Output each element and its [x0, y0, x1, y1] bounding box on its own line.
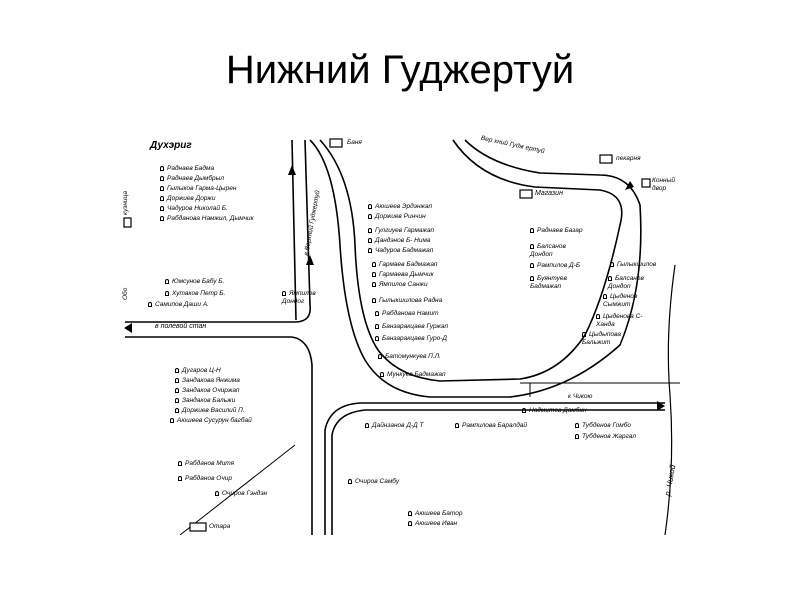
household: Надмитов Дамбин	[522, 407, 587, 415]
household: Тубденов Жаргал	[575, 433, 636, 441]
household: Дугаров Ц-Н	[175, 367, 221, 375]
household: Рабданова Намжил, Дымчик	[160, 215, 254, 223]
arrow-north-icon	[288, 165, 296, 175]
household: Гылыкшилова Радна	[372, 297, 442, 305]
household: Тубденов Гомбо	[575, 422, 631, 430]
household: Банзаракцаев Гуржап	[375, 323, 448, 331]
household: Ямпилов Санжи	[372, 281, 428, 289]
household: Аюшеев Батор	[408, 510, 462, 518]
household: Раднаев Бадма	[160, 165, 214, 173]
area-label-dukherig: Духэриг	[150, 140, 192, 151]
household: Мункуев Бадмажап	[380, 371, 446, 379]
arrow-up-right-icon	[625, 181, 634, 190]
household: Самипов Даши А.	[148, 301, 209, 309]
village-map: Духэриг Баня пекарня Магазин Конный двор…	[120, 135, 680, 535]
magazin-label: Магазин	[535, 190, 563, 197]
household: Дандэнов Б- Нима	[368, 237, 431, 245]
household: Буянтуев Бадмажап	[530, 275, 567, 290]
pekarnya-label: пекарня	[616, 155, 641, 162]
household: Доржиев Доржи	[160, 195, 215, 203]
banya-label: Баня	[347, 139, 362, 146]
household: Цыденов Сымжит	[603, 293, 638, 308]
obo-label: Обо	[122, 287, 129, 300]
household: Гармаева Дымчик	[372, 271, 434, 279]
household: Балсанов Дондоп	[530, 243, 566, 258]
household: Рабданова Намит	[375, 310, 439, 318]
path-bottom-west	[179, 444, 296, 535]
magazin-icon	[519, 189, 533, 199]
banya-icon	[329, 138, 343, 148]
household: Цыденова С-Ханда	[596, 313, 643, 328]
arrow-east-icon	[657, 401, 665, 411]
konny-dvor-icon	[641, 178, 651, 188]
otara-label: Отара	[209, 523, 231, 530]
road-chikoy	[324, 402, 665, 535]
household: Зандаков Бальжи	[175, 397, 235, 405]
household: Очиров Самбу	[348, 478, 399, 486]
road-label-polevoy-stan: в полевой стан	[155, 323, 207, 330]
household: Аюшеев Иван	[408, 520, 457, 528]
pekarnya-icon	[599, 154, 613, 164]
household: Батомункуев П.Л.	[378, 353, 441, 361]
household: Рампилова Баралдай	[455, 422, 527, 430]
household: Чадуров Бадмажап	[368, 247, 433, 255]
household: Хутаков Петр Б.	[165, 290, 225, 298]
road-central-loop-inner	[319, 139, 623, 382]
household: Рампилов Д-Б	[530, 262, 580, 270]
road-central-loop-outer	[309, 139, 642, 398]
arrow-north2-icon	[306, 255, 314, 265]
household: Гылыков Гарма-Цырен	[160, 185, 236, 193]
household: Доржиев Ринчин	[368, 213, 426, 221]
otara-icon	[189, 522, 207, 532]
household: Зандакова Янжима	[175, 377, 240, 385]
household: Дайнзанов Д-Д Т	[365, 422, 423, 430]
household-yampilov-dondog: Ямпилов Дондог	[282, 290, 316, 305]
household: Доржиев Василий П.	[175, 407, 245, 415]
kuznitsa-label: кузница	[122, 191, 129, 215]
road-polevoy-stan	[125, 139, 312, 323]
household: Раднаев Дымбрыл	[160, 175, 224, 183]
household: Гулгиуев Гармажап	[368, 227, 434, 235]
household: Гармаев Бадмажап	[372, 261, 437, 269]
household: Гылыкшилов	[610, 261, 656, 269]
kuznitsa-icon	[123, 217, 132, 228]
household: Раднаев Базар	[530, 227, 582, 235]
household: Юмсунов Бабу Б.	[165, 278, 224, 286]
household: Аюшеев Сусурун багбай	[170, 417, 252, 425]
river-chikoy	[664, 264, 676, 535]
household: Рабданов Очир	[178, 475, 232, 483]
road-polevoy-stan-south	[125, 336, 313, 535]
household: Банзаракцаев Гуро-Д	[375, 335, 447, 343]
household: Зандаков Очиржап	[175, 387, 239, 395]
road-chikoy-south	[331, 409, 665, 535]
arrow-west-icon	[124, 323, 132, 333]
household: Аюшеев Эрдэнжап	[368, 203, 432, 211]
household: Рабданов Митя	[178, 460, 234, 468]
konny-dvor-label: Конный двор	[652, 177, 675, 192]
map-drawing	[123, 138, 680, 535]
household: Очиров Гэндэн	[215, 490, 267, 498]
road-label-chikoyu: к Чикою	[568, 393, 593, 400]
household: Цыдыпова Бальжит	[582, 331, 621, 346]
household: Чадуров Николай Б.	[160, 205, 228, 213]
slide-title: Нижний Гуджертуй	[225, 48, 575, 92]
household: Балсанов Дондоп	[608, 275, 644, 290]
